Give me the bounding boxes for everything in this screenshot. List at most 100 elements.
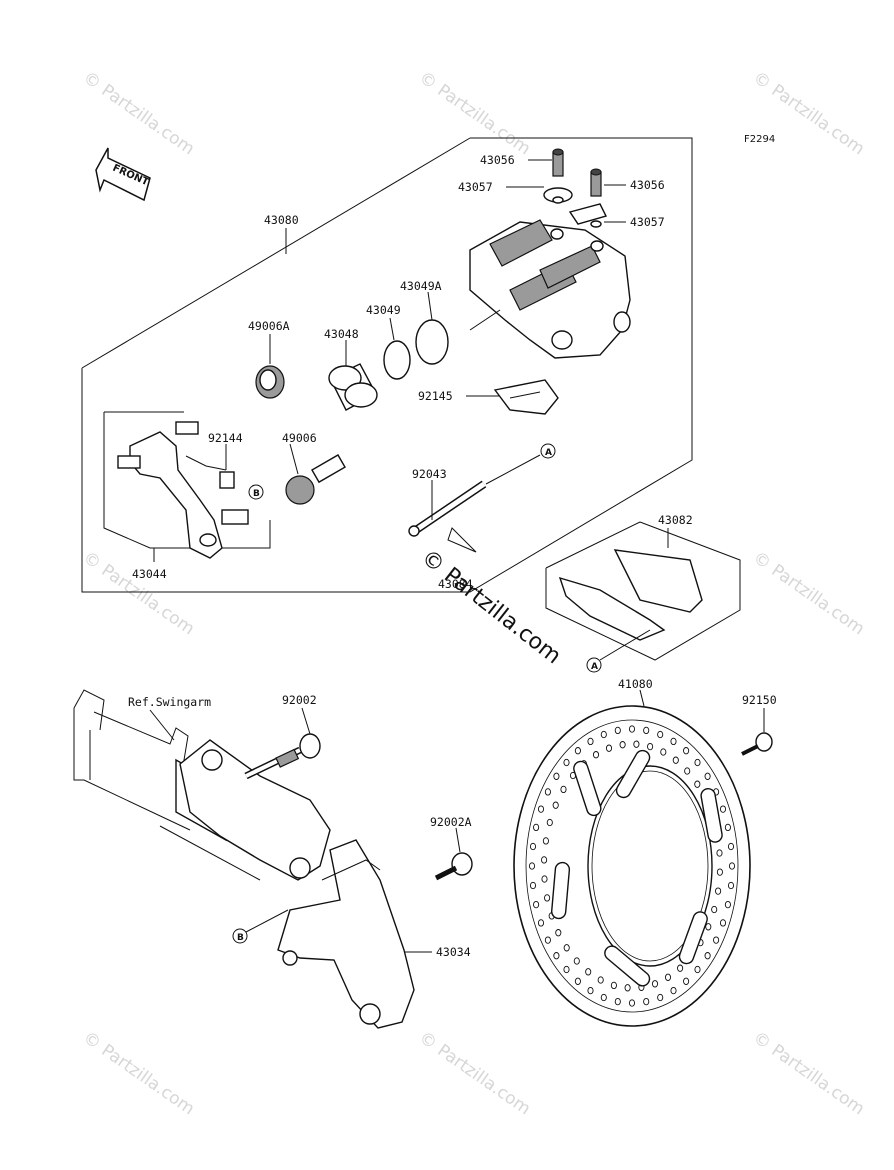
disc-hole <box>672 756 679 764</box>
disc-hole <box>533 900 540 909</box>
bleeder-valve-left <box>543 148 573 204</box>
disc-hole <box>537 919 545 927</box>
disc-hole <box>544 788 551 796</box>
clip-43084 <box>447 527 477 553</box>
part-label[interactable]: 92043 <box>412 467 447 481</box>
caliper-body <box>469 219 631 359</box>
bolt-92150 <box>741 732 773 756</box>
disc-hole <box>683 977 690 985</box>
callout-b-upper: B <box>248 484 264 500</box>
front-arrow-icon: FRONT <box>95 147 151 202</box>
disc-hole <box>713 936 720 944</box>
center-watermark: © Partzilla.com <box>416 545 565 669</box>
watermark: © Partzilla.com <box>415 1028 534 1120</box>
disc-hole <box>716 849 723 857</box>
part-label[interactable]: 92144 <box>208 431 243 445</box>
disc-hole <box>553 772 560 780</box>
part-label[interactable]: 92150 <box>742 693 777 707</box>
part-label[interactable]: 43057 <box>630 215 665 229</box>
callout-a-lower: A <box>586 629 651 673</box>
piston-seal-43049 <box>383 340 411 380</box>
bracket-43044 <box>103 411 271 559</box>
part-label[interactable]: 92145 <box>418 389 453 403</box>
disc-hole <box>619 741 626 749</box>
disc-hole <box>657 730 664 739</box>
disc-hole <box>716 868 723 876</box>
disc-hole <box>719 805 727 813</box>
pin-92144 <box>185 455 235 489</box>
disc-hole <box>715 887 722 895</box>
callout-b-lower: B <box>232 909 289 944</box>
disc-hole <box>628 999 636 1007</box>
diagram-code: F2294 <box>744 134 775 145</box>
bolt-92002A <box>434 852 473 881</box>
part-label[interactable]: 43048 <box>324 327 359 341</box>
disc-hole <box>587 986 594 995</box>
bleeder-valve-right <box>568 168 608 228</box>
watermark: © Partzilla.com <box>79 548 198 640</box>
brake-disc-41080 <box>513 705 751 1027</box>
disc-holes <box>528 725 736 1007</box>
leader-lines <box>149 159 765 953</box>
part-label[interactable]: 92002 <box>282 693 317 707</box>
disc-hole <box>592 751 600 759</box>
disc-hole <box>529 842 537 851</box>
part-label[interactable]: 43056 <box>630 178 665 192</box>
part-label[interactable]: 43056 <box>480 153 515 167</box>
disc-hole <box>574 747 581 755</box>
part-label[interactable]: 43034 <box>436 945 471 959</box>
boot-49006A <box>255 365 285 399</box>
part-label[interactable]: 43049A <box>400 279 442 293</box>
part-label[interactable]: 43082 <box>658 513 693 527</box>
watermark: © Partzilla.com <box>79 1028 198 1120</box>
disc-hole <box>563 758 570 767</box>
disc-hole <box>528 862 536 870</box>
part-label[interactable]: 43057 <box>458 180 493 194</box>
disc-hole <box>624 984 631 992</box>
disc-hole <box>585 968 592 976</box>
disc-hole <box>544 936 551 944</box>
disc-hole <box>664 973 672 981</box>
disc-hole <box>711 905 718 914</box>
disc-hole <box>605 744 613 752</box>
disc-hole <box>537 805 545 813</box>
ref-swingarm-label: Ref.Swingarm <box>128 695 211 709</box>
caliper-bracket-43034 <box>179 739 415 1029</box>
disc-hole <box>563 965 570 974</box>
disc-hole <box>651 980 659 988</box>
disc-hole <box>614 997 621 1006</box>
disc-hole <box>541 856 548 864</box>
disc-hole <box>660 748 667 756</box>
disc-hole <box>541 875 548 883</box>
part-label[interactable]: 43080 <box>264 213 299 227</box>
disc-hole <box>684 767 691 775</box>
disc-hole <box>704 952 711 960</box>
part-label[interactable]: 43044 <box>132 567 167 581</box>
part-label[interactable]: 41080 <box>618 677 653 691</box>
callout-a-upper: A <box>485 443 556 485</box>
pad-pin-92043 <box>408 480 487 537</box>
piston-seal-43049A <box>415 319 449 365</box>
part-labels: 43056 43057 43056 43057 43080 43049A 430… <box>128 153 777 959</box>
part-label[interactable]: 92002A <box>430 815 472 829</box>
disc-hole <box>628 725 636 733</box>
watermark: © Partzilla.com <box>79 68 198 160</box>
piston-43048 <box>328 363 378 411</box>
disc-hole <box>677 964 684 972</box>
caliper-assembly-frame <box>81 137 693 593</box>
svg-text:B: B <box>253 489 260 499</box>
disc-hole <box>552 801 559 809</box>
part-label[interactable]: 43049 <box>366 303 401 317</box>
disc-hole <box>533 823 540 832</box>
part-label[interactable]: 49006 <box>282 431 317 445</box>
bolt-92002 <box>244 733 321 780</box>
disc-hole <box>544 894 551 902</box>
part-label[interactable]: 49006A <box>248 319 290 333</box>
disc-hole <box>529 881 537 890</box>
disc-hole <box>719 919 727 927</box>
part-label[interactable]: 43084 <box>438 577 473 591</box>
disc-hole <box>643 726 650 735</box>
disc-hole <box>643 997 650 1006</box>
disc-hole <box>600 993 607 1002</box>
